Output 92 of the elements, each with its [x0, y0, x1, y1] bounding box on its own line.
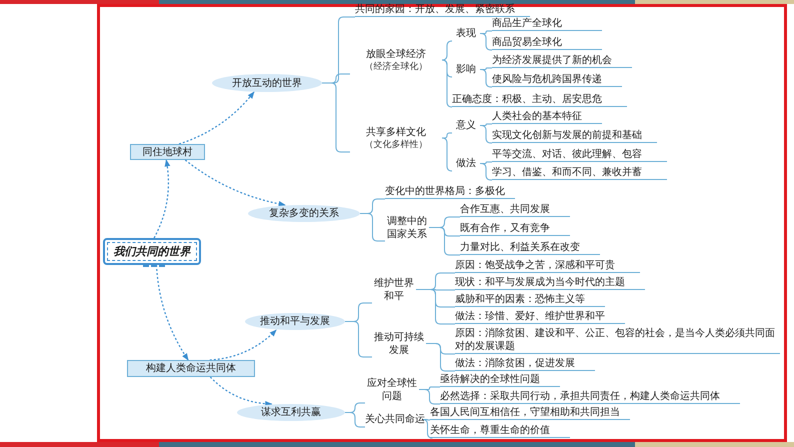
branch-line [344, 412, 366, 428]
central-topic-box [103, 238, 201, 265]
branch-item [460, 202, 570, 217]
branch-line [442, 40, 452, 60]
branch-line [480, 33, 492, 50]
topic-text: 意义 [456, 119, 476, 132]
branch-item [492, 128, 657, 143]
topic-text: 同住地球村 [142, 146, 192, 158]
dotted-arrow [178, 91, 254, 145]
branch-item [492, 109, 602, 124]
branch-item [492, 16, 602, 31]
branch-item [455, 292, 605, 307]
branch-item [455, 275, 645, 290]
topic-text: 共享多样文化 [366, 126, 426, 138]
branch-line [442, 60, 452, 108]
branch-item [430, 405, 630, 420]
branch-item [492, 35, 602, 50]
topic-text: 威胁和平的因素：恐怖主义等 [455, 293, 586, 306]
branch-item [492, 53, 632, 68]
branch-item [460, 240, 600, 255]
branch-item [440, 372, 560, 387]
topic-text: 各国人民间互相信任，守望相助和共同担当 [430, 406, 621, 419]
branch-item [460, 221, 570, 236]
branch-item [430, 423, 570, 438]
subtitle-text: （文化多样性） [364, 138, 428, 150]
subtitle-text: （经济全球化） [364, 60, 428, 72]
topic-text: 维护世界和平 [373, 276, 415, 302]
topic-box [127, 360, 255, 377]
branch-line [418, 389, 440, 404]
topic-text: 关心共同命运 [365, 413, 425, 426]
topic-text: 亟待解决的全球性问题 [440, 373, 541, 386]
dotted-arrow [154, 159, 170, 238]
topic-text: 正确态度：积极、主动、居安思危 [452, 93, 603, 106]
topic-text: 表现 [456, 27, 476, 40]
dotted-arrow [210, 376, 272, 407]
topic-text: 关怀生命，尊重生命的价值 [430, 424, 551, 437]
branch-line [424, 419, 430, 420]
topic-text: 平等交流、对话、彼此理解、包容 [492, 148, 643, 161]
topic-text: 商品生产全球化 [492, 17, 563, 30]
topic-text: 应对全球性问题 [366, 376, 418, 402]
topic-text: 使风险与危机跨国界传递 [492, 73, 603, 86]
branch-line [480, 125, 492, 144]
dotted-arrow [184, 160, 286, 207]
topic-text: 原因：消除贫困、建设和平、公正、包容的社会，是当今人类必须共同面对的发展课题 [455, 327, 776, 353]
topic-text: 调整中的国家关系 [386, 214, 428, 240]
topic-text: 放眼全球经济 [366, 48, 426, 60]
topic-text: 影响 [456, 63, 476, 76]
topic-text: 实现文化创新与发展的前提和基础 [492, 129, 643, 142]
topic-text: 推动可持续发展 [373, 330, 425, 356]
topic-text: 既有合作，又有竞争 [460, 222, 551, 235]
topic-text: 构建人类命运共同体 [146, 362, 236, 375]
branch-line [428, 227, 460, 256]
branch-item [455, 258, 640, 273]
topic-text: 变化中的世界格局：多极化 [385, 185, 506, 198]
topic-text: 做法：珍惜、爱好、维护世界和平 [455, 310, 606, 323]
branch-item [452, 92, 627, 107]
topic-text: 必然选择：采取共同行动，承担共同责任，构建人类命运共同体 [440, 390, 721, 403]
topic-box [130, 144, 205, 160]
topic-text: 学习、借鉴、和而不同、兼收并蓄 [492, 166, 643, 179]
topic-text: 共同的家园：开放、发展、紧密联系 [355, 3, 516, 16]
branch-item [492, 147, 667, 162]
branch-item [385, 184, 515, 199]
topic-text: 商品贸易全球化 [492, 36, 563, 49]
topic-text: 复杂多变的关系 [269, 207, 339, 220]
branch-item [355, 2, 530, 17]
topic-text: 开放互动的世界 [232, 76, 302, 90]
branch-item [455, 356, 595, 371]
central-topic-text: 我们共同的世界 [114, 245, 190, 258]
topic-text: 做法 [456, 157, 476, 170]
topic-text: 力量对比、利益关系在改变 [460, 241, 581, 254]
branch-line [344, 321, 372, 358]
branch-line [416, 289, 456, 324]
branch-line [426, 343, 456, 372]
branch-item [440, 389, 740, 404]
branch-item [492, 165, 667, 180]
branch-line [442, 132, 452, 138]
topic-text: 谋求互利共赢 [261, 406, 321, 419]
branch-line [480, 69, 492, 88]
topic-text: 现状：和平与发展成为当今时代的主题 [455, 276, 626, 289]
topic-text: 原因：饱受战争之苦，深感和平可贵 [455, 259, 616, 272]
branch-item [455, 309, 625, 324]
branch-line [422, 419, 433, 438]
topic-text: 为经济发展提供了新的机会 [492, 54, 613, 67]
topic-text: 人类社会的基本特征 [492, 110, 583, 123]
topic-text: 合作互惠、共同发展 [460, 203, 551, 216]
branch-item [492, 72, 622, 87]
branch-line [480, 163, 492, 180]
branch-line [442, 138, 452, 172]
dotted-arrow [210, 330, 277, 361]
branch-line [322, 82, 350, 152]
topic-text: 做法：消除贫困，促进发展 [455, 357, 576, 370]
topic-text: 推动和平与发展 [260, 315, 330, 328]
